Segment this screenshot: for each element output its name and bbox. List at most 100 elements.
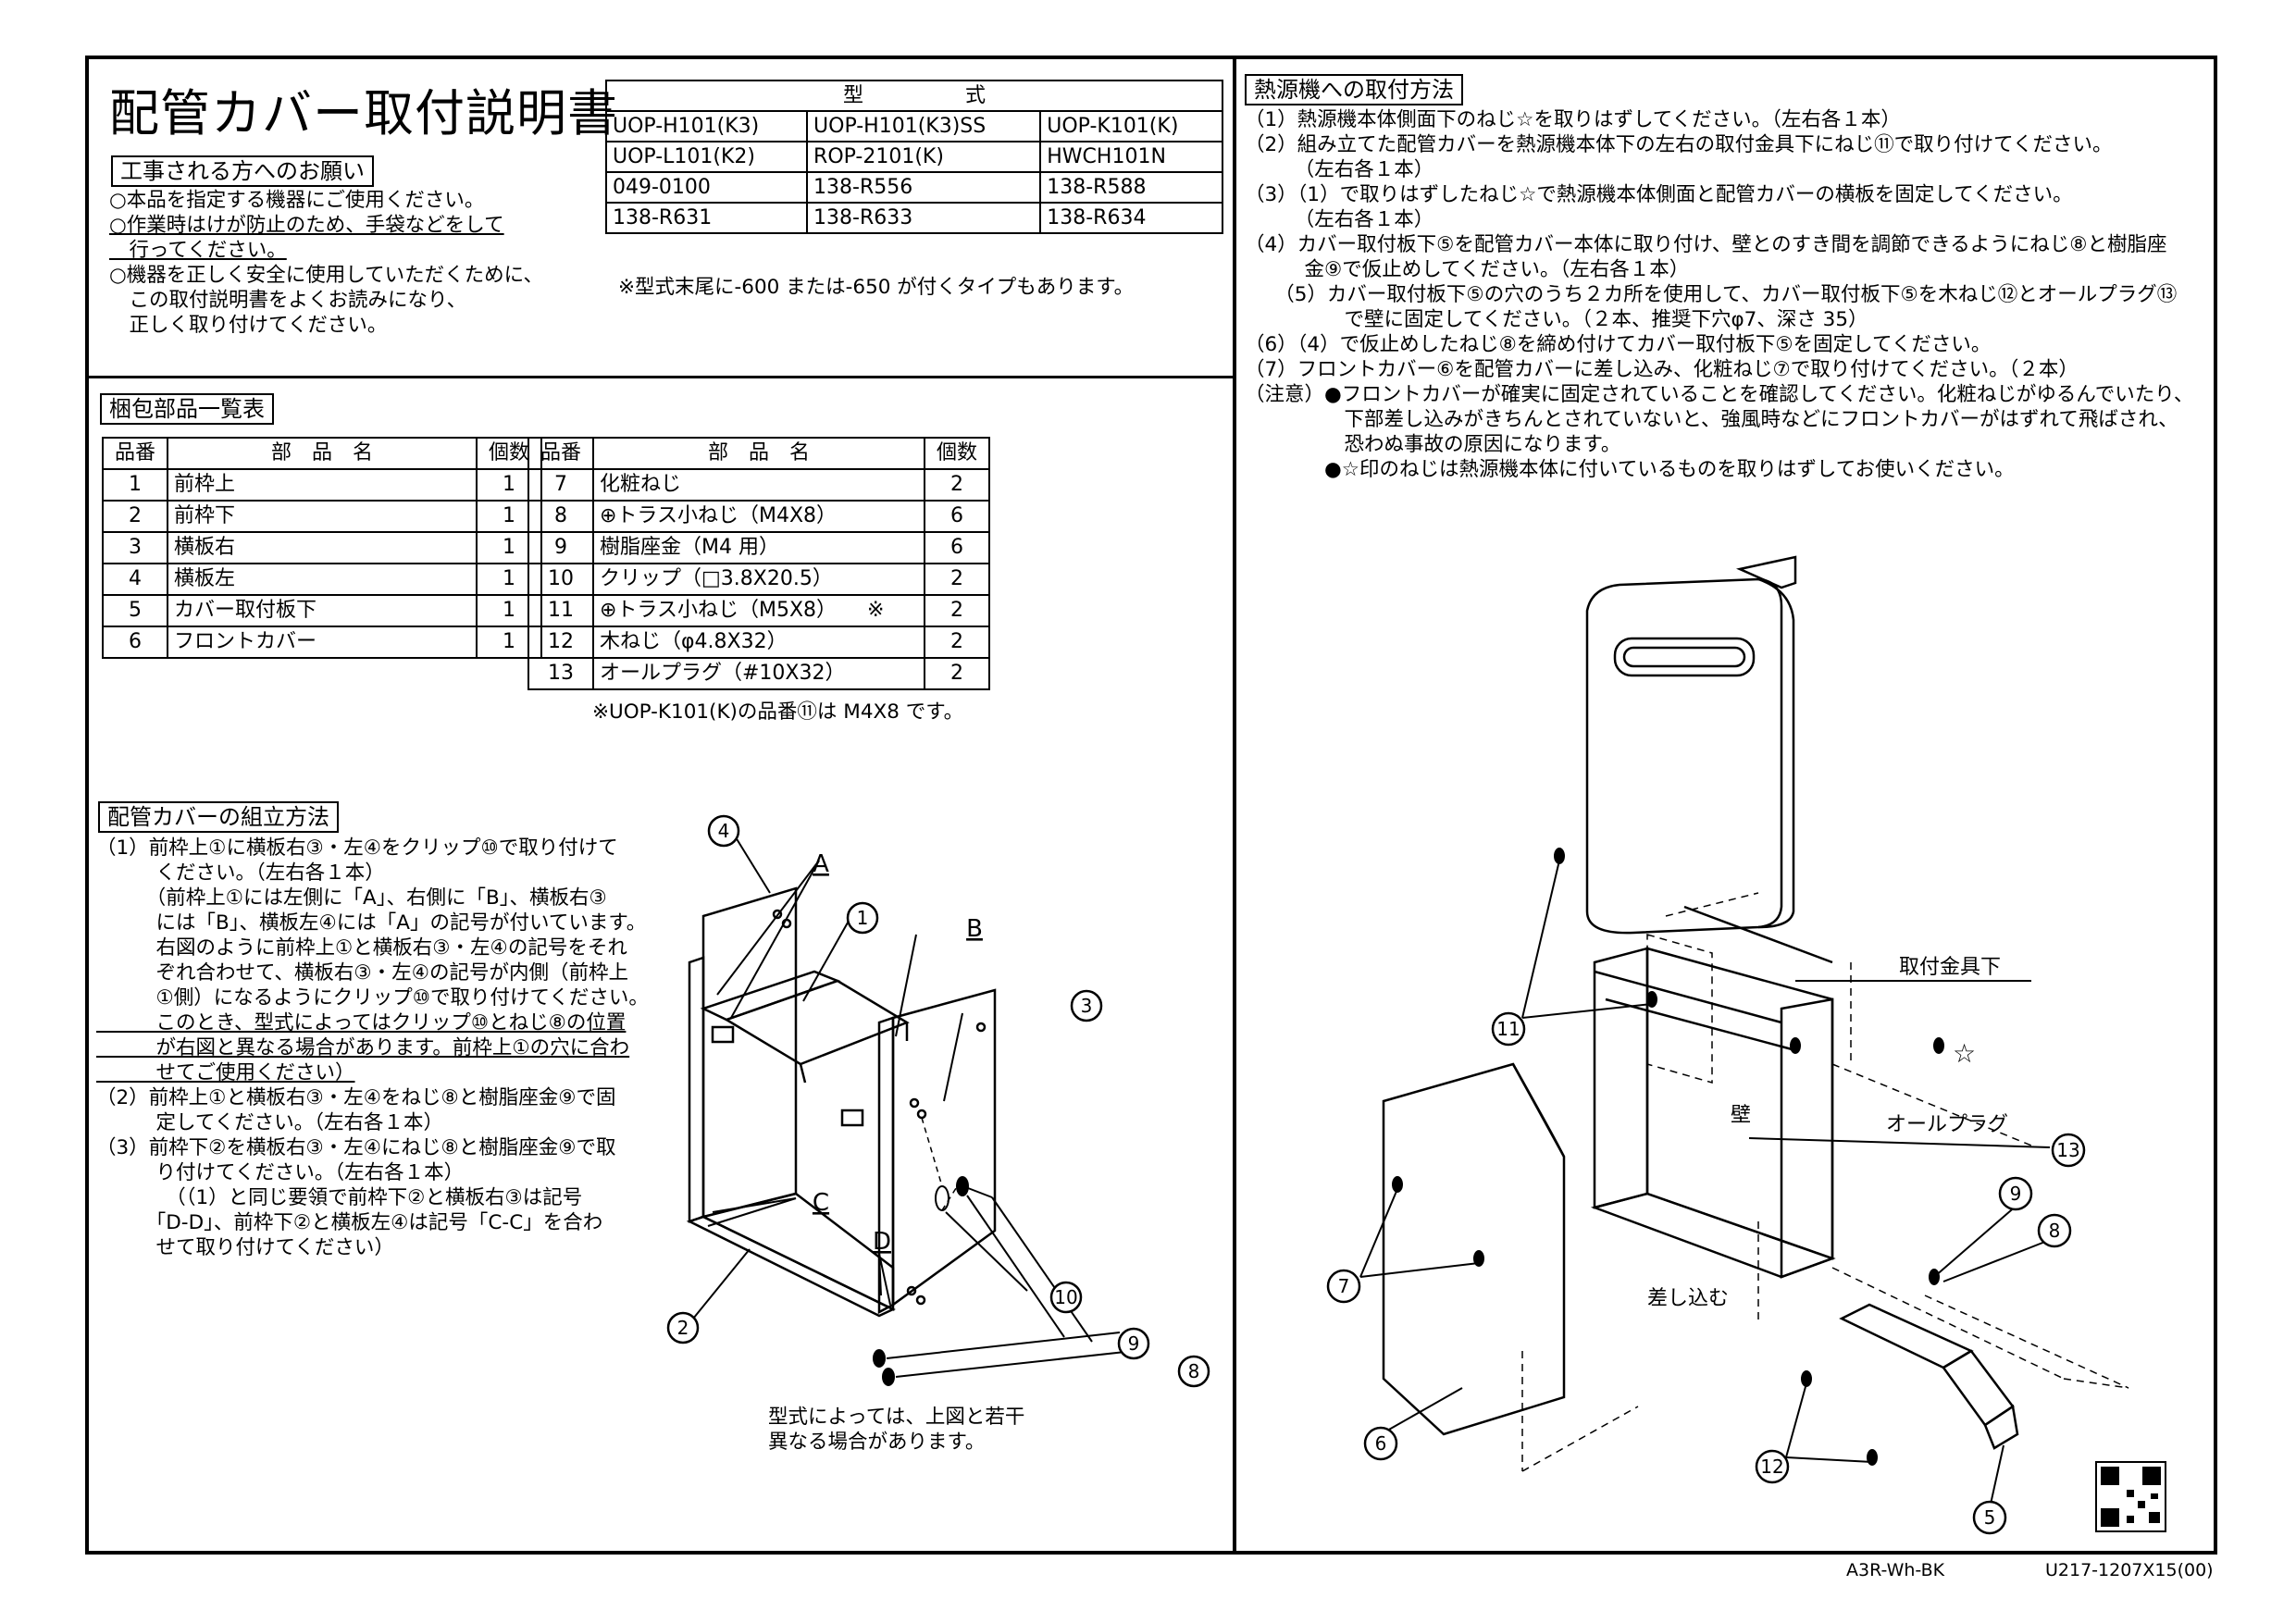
callout-12: 12 (1760, 1456, 1783, 1478)
install-line: 下部差し込みがきちんとされていないと、強風時などにフロントカバーがはずれて飛ばさ… (1245, 408, 2178, 431)
assembly-line: 定してください。（左右各１本） (96, 1111, 443, 1134)
models-header: 型 式 (605, 80, 1223, 112)
assembly-line: （3）前枠下②を横板右③・左④にねじ⑧と樹脂座金⑨で取 (96, 1136, 616, 1159)
left-divider (85, 376, 1235, 378)
footer-left: A3R-Wh-BK (1846, 1560, 1945, 1580)
assembly-line: （（1）と同じ要領で前枠下②と横板右③は記号 (96, 1186, 583, 1209)
models-note: ※型式末尾に-600 または-650 が付くタイプもあります。 (618, 276, 1135, 299)
install-line: ●☆印のねじは熱源機本体に付いているものを取りはずしてお使いください。 (1245, 458, 2015, 481)
assembly-line: り付けてください。（左右各１本） (96, 1161, 465, 1184)
assembly-line: （2）前枠上①と横板右③・左④をねじ⑧と樹脂座金⑨で固 (96, 1086, 616, 1109)
install-label: 熱源機への取付方法 (1245, 74, 1463, 105)
page-title: 配管カバー取付説明書 (109, 84, 618, 142)
install-line: （注意）●フロントカバーが確実に固定されていることを確認してください。化粧ねじが… (1245, 383, 2194, 406)
assembly-diagram: 4 1 3 2 10 9 8 A B C D (666, 814, 1210, 1388)
request-line: ○機器を正しく安全に使用していただくために、 (109, 264, 543, 287)
install-line: （7）フロントカバー⑥を配管カバーに差し込み、化粧ねじ⑦で取り付けてください。（… (1245, 358, 2079, 381)
assembly-line: せて取り付けてください） (96, 1236, 394, 1259)
install-line: 恐わぬ事故の原因になります。 (1245, 433, 1621, 456)
install-diagram: 11 13 9 8 7 6 12 5 取付金具下 オールプラグ 壁 差し込む ☆ (1326, 555, 2166, 1535)
models-table: 型 式 UOP-H101(K3) UOP-H101(K3)SS UOP-K101… (604, 80, 1223, 234)
model-cell: UOP-H101(K3) (604, 110, 809, 142)
parts-no: 5 (102, 594, 168, 627)
request-label: 工事される方へのお願い (111, 155, 374, 187)
parts-qty: 2 (924, 626, 990, 659)
model-cell: 049-0100 (604, 171, 809, 204)
parts-name: 樹脂座金（M4 用） (592, 531, 925, 564)
parts-name: 横板左 (167, 563, 478, 596)
assembly-line: このとき、型式によってはクリップ⑩とねじ⑧の位置 (96, 1011, 627, 1035)
assembly-line: （1）前枠上①に横板右③・左④をクリップ⑩で取り付けて (96, 836, 618, 860)
install-line: （2）組み立てた配管カバーを熱源機本体下の左右の取付金具下にねじ⑪で取り付けてく… (1245, 133, 2113, 156)
install-line: で壁に固定してください。（２本、推奨下穴φ7、深さ 35） (1245, 308, 1868, 331)
footer-right: U217-1207X15(00) (2045, 1560, 2214, 1580)
assembly-line: には「B」、横板左④には「A」の記号が付いています。 (96, 911, 647, 935)
parts-label: 梱包部品一覧表 (100, 393, 274, 425)
assembly-line: が右図と異なる場合があります。前枠上①の穴に合わ (96, 1036, 630, 1059)
model-cell: 138-R634 (1039, 202, 1223, 234)
callout-13: 13 (2056, 1139, 2079, 1161)
callout-4: 4 (718, 820, 730, 842)
install-line: （3）（1）で取りはずしたねじ☆で熱源機本体側面と配管カバーの横板を固定してくだ… (1245, 183, 2073, 206)
callout-2: 2 (677, 1317, 689, 1339)
parts-name: オールプラグ（#10X32） (592, 657, 925, 690)
mark-b: B (966, 915, 983, 943)
install-line: （1）熱源機本体側面下のねじ☆を取りはずしてください。（左右各１本） (1245, 108, 1901, 131)
callout-7: 7 (1338, 1275, 1350, 1297)
callout-9: 9 (1128, 1332, 1140, 1355)
parts-name: 化粧ねじ (592, 468, 925, 502)
install-line: （左右各１本） (1245, 158, 1434, 181)
install-lines: （1）熱源機本体側面下のねじ☆を取りはずしてください。（左右各１本） （2）組み… (1245, 107, 2193, 482)
mark-d: D (873, 1228, 891, 1256)
model-cell: 138-R631 (604, 202, 809, 234)
outer-frame (85, 56, 2217, 1555)
parts-name: 前枠上 (167, 468, 478, 502)
callout-3: 3 (1081, 995, 1093, 1017)
callout-10: 10 (1054, 1286, 1077, 1308)
parts-header: 品番 (102, 437, 168, 470)
parts-no: 4 (102, 563, 168, 596)
parts-qty: 2 (924, 563, 990, 596)
request-line: ○本品を指定する機器にご使用ください。 (109, 189, 485, 212)
parts-no: 9 (527, 531, 594, 564)
parts-name: ⊕トラス小ねじ（M5X8） ※ (592, 594, 925, 627)
mark-a: A (813, 850, 829, 878)
model-cell: 138-R556 (806, 171, 1042, 204)
figure-note-line: 異なる場合があります。 (768, 1431, 986, 1454)
parts-qty: 6 (924, 531, 990, 564)
assembly-line: （前枠上①には左側に「A」、右側に「B」、横板右③ (96, 886, 607, 910)
parts-name: 木ねじ（φ4.8X32） (592, 626, 925, 659)
install-line: （左右各１本） (1245, 208, 1434, 231)
parts-name: カバー取付板下 (167, 594, 478, 627)
parts-no: 2 (102, 500, 168, 533)
model-cell: 138-R588 (1039, 171, 1223, 204)
parts-note: ※UOP-K101(K)の品番⑪は M4X8 です。 (592, 700, 964, 724)
parts-no: 12 (527, 626, 594, 659)
model-cell: UOP-K101(K) (1039, 110, 1223, 142)
star-icon: ☆ (1953, 1038, 1976, 1069)
model-cell: UOP-H101(K3)SS (806, 110, 1042, 142)
parts-name: 前枠下 (167, 500, 478, 533)
model-cell: HWCH101N (1039, 141, 1223, 173)
assembly-line: せてご使用ください） (96, 1061, 355, 1084)
model-cell: 138-R633 (806, 202, 1042, 234)
parts-no: 13 (527, 657, 594, 690)
assembly-lines: （1）前枠上①に横板右③・左④をクリップ⑩で取り付けて ください。（左右各１本）… (96, 836, 649, 1260)
parts-no: 6 (102, 626, 168, 659)
install-line: （4）カバー取付板下⑤を配管カバー本体に取り付け、壁とのすき間を調節できるように… (1245, 233, 2167, 256)
callout-11: 11 (1496, 1018, 1520, 1040)
parts-header: 品番 (527, 437, 594, 470)
label-bracket: 取付金具下 (1899, 956, 2001, 979)
parts-no: 8 (527, 500, 594, 533)
model-cell: ROP-2101(K) (806, 141, 1042, 173)
callout-5: 5 (1984, 1506, 1996, 1529)
parts-name: 横板右 (167, 531, 478, 564)
parts-qty: 6 (924, 500, 990, 533)
parts-name: クリップ（□3.8X20.5） (592, 563, 925, 596)
request-line: 正しく取り付けてください。 (109, 314, 388, 337)
request-lines: ○本品を指定する機器にご使用ください。 ○作業時はけが防止のため、手袋などをして… (109, 188, 543, 338)
assembly-line: ①側）になるようにクリップ⑩で取り付けてください。 (96, 986, 649, 1010)
parts-qty: 2 (924, 657, 990, 690)
